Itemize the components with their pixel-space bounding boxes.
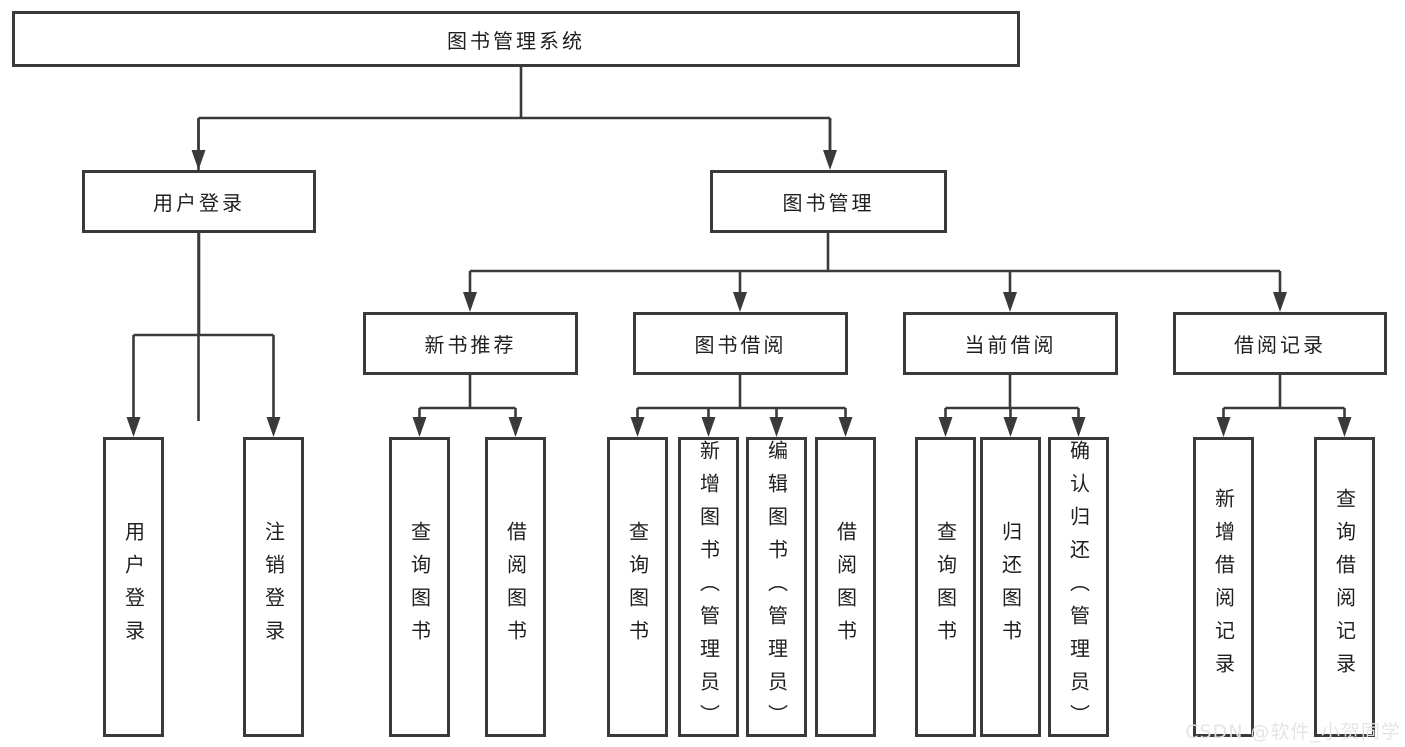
connector-current-borrow xyxy=(938,375,1086,437)
node-borrow-records: 借阅记录 xyxy=(1173,312,1387,375)
connector-root-arrows xyxy=(191,118,837,170)
arrow-head xyxy=(630,417,645,437)
node-label: 查询借阅记录 xyxy=(1332,488,1357,686)
arrow-head xyxy=(1216,417,1231,437)
connector-path xyxy=(197,118,832,152)
arrow-head xyxy=(769,417,784,437)
leaf-return-book: 归还图书 xyxy=(980,437,1041,737)
arrow-head xyxy=(1003,417,1018,437)
leaf-query-books-recommend: 查询图书 xyxy=(389,437,450,737)
watermark: CSDN @软件_小贺同学 xyxy=(1185,721,1401,743)
leaf-add-book-admin: 新增图书（管理员） xyxy=(678,437,739,737)
leaf-add-borrow-record: 新增借阅记录 xyxy=(1193,437,1254,737)
connector-path xyxy=(944,375,1080,419)
arrow-head xyxy=(126,417,141,437)
node-book-management: 图书管理 xyxy=(710,170,947,233)
arrow-head xyxy=(463,292,477,312)
arrow-head xyxy=(1273,292,1287,312)
arrow-head xyxy=(1337,417,1352,437)
connector-path xyxy=(1222,375,1346,419)
connector-user-login xyxy=(126,233,281,437)
node-label: 查询图书 xyxy=(407,521,432,653)
node-label: 当前借阅 xyxy=(964,333,1057,357)
connector-book-management xyxy=(463,233,1287,312)
connector-path xyxy=(197,67,832,421)
leaf-query-books-current: 查询图书 xyxy=(915,437,976,737)
node-book-borrow: 图书借阅 xyxy=(633,312,848,375)
leaf-edit-book-admin: 编辑图书（管理员） xyxy=(746,437,807,737)
node-label: 借阅图书 xyxy=(833,521,858,653)
node-new-book-recommend: 新书推荐 xyxy=(363,312,578,375)
arrow-head xyxy=(266,417,281,437)
arrow-head xyxy=(938,417,953,437)
arrow-head xyxy=(412,417,427,437)
node-current-borrow: 当前借阅 xyxy=(903,312,1118,375)
node-label: 查询图书 xyxy=(933,521,958,653)
arrow-head xyxy=(1003,292,1017,312)
leaf-query-books-borrow: 查询图书 xyxy=(607,437,668,737)
node-label: 查询图书 xyxy=(625,521,650,653)
node-label: 用户登录 xyxy=(121,521,146,653)
arrow-head xyxy=(733,292,747,312)
node-label: 用户登录 xyxy=(153,191,245,215)
node-label: 注销登录 xyxy=(261,521,286,653)
connector-path xyxy=(132,233,275,419)
arrow-head xyxy=(701,417,716,437)
node-label: 新增图书（管理员） xyxy=(696,440,721,737)
node-label: 图书借阅 xyxy=(694,333,787,357)
connector-path xyxy=(468,233,1282,294)
arrow-head xyxy=(823,150,837,170)
arrow-head xyxy=(508,417,523,437)
node-label: 新书推荐 xyxy=(424,333,517,357)
connector-root-to-level2 xyxy=(197,67,832,421)
arrow-head xyxy=(838,417,853,437)
connector-path xyxy=(636,375,847,419)
leaf-user-login: 用户登录 xyxy=(103,437,164,737)
connector-path xyxy=(418,375,517,419)
node-library-management-system: 图书管理系统 xyxy=(12,11,1020,67)
arrow-head xyxy=(191,150,206,170)
node-user-login: 用户登录 xyxy=(82,170,316,233)
leaf-borrow-books-recommend: 借阅图书 xyxy=(485,437,546,737)
arrow-head xyxy=(1071,417,1086,437)
node-label: 图书管理 xyxy=(782,191,875,215)
node-label: 借阅图书 xyxy=(503,521,528,653)
node-label: 借阅记录 xyxy=(1234,333,1326,357)
leaf-confirm-return-admin: 确认归还（管理员） xyxy=(1048,437,1109,737)
leaf-logout: 注销登录 xyxy=(243,437,304,737)
node-label: 确认归还（管理员） xyxy=(1066,440,1091,737)
connector-book-borrow xyxy=(630,375,853,437)
node-label: 编辑图书（管理员） xyxy=(764,440,789,737)
node-label: 图书管理系统 xyxy=(447,28,585,53)
node-label: 新增借阅记录 xyxy=(1211,488,1236,686)
leaf-borrow-books-borrow: 借阅图书 xyxy=(815,437,876,737)
connector-new-book-recommend xyxy=(412,375,523,437)
connector-borrow-records xyxy=(1216,375,1352,437)
leaf-query-borrow-record: 查询借阅记录 xyxy=(1314,437,1375,737)
node-label: 归还图书 xyxy=(998,521,1023,653)
